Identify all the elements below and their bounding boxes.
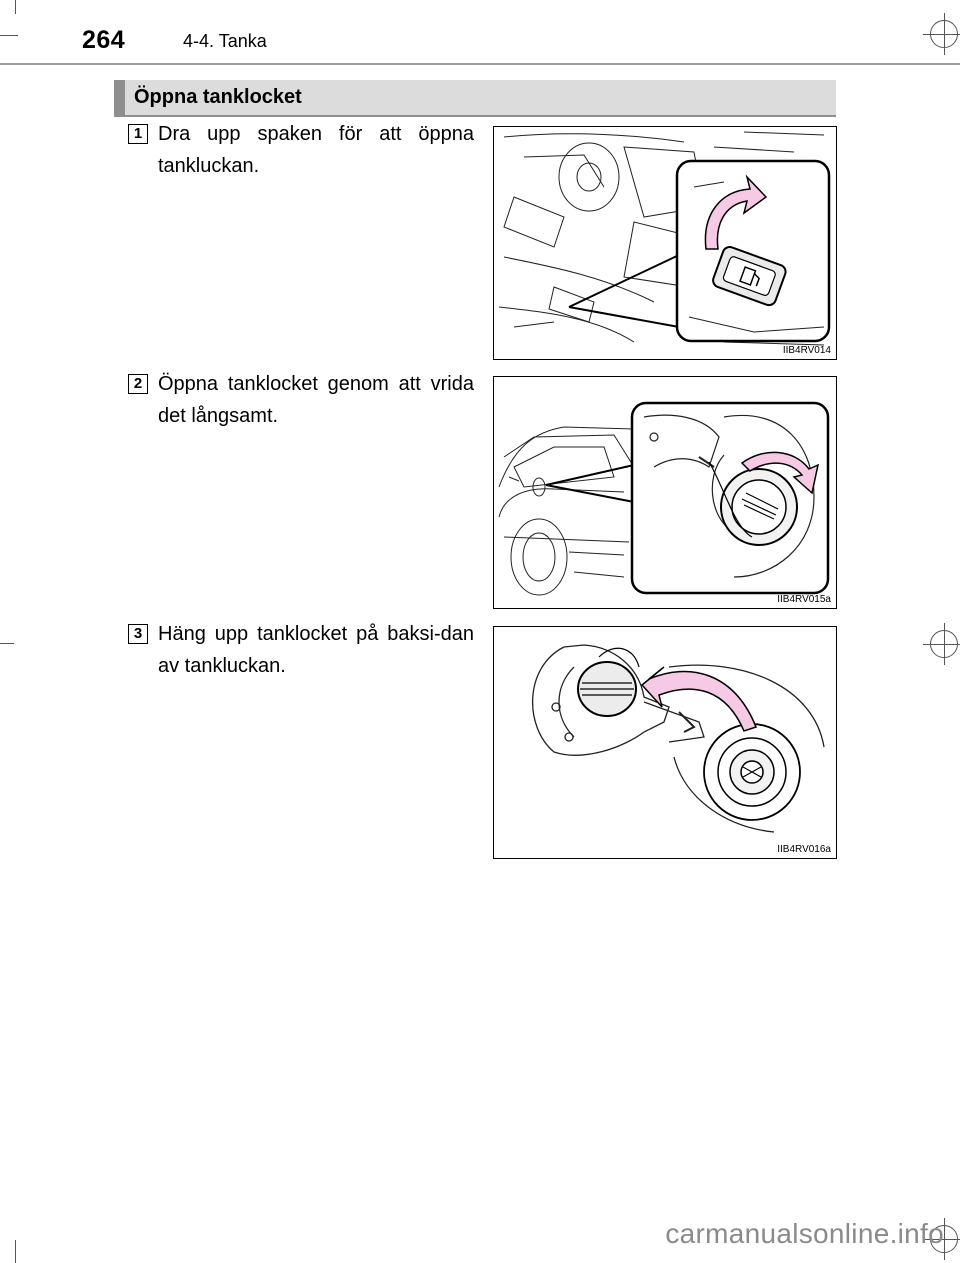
topic-bar-underline (114, 115, 836, 117)
fuel-door-illustration (532, 644, 825, 833)
step-number: 2 (128, 374, 148, 394)
registration-mark-bottom-right (923, 1218, 960, 1260)
crop-mark-top-left-v (15, 0, 16, 14)
figure-fuel-door-lever: IIB4RV014 (493, 126, 837, 360)
figure-code: IIB4RV016a (777, 844, 831, 855)
crop-mark-bottom-left (15, 1240, 16, 1263)
watermark: carmanualsonline.info (665, 1218, 944, 1249)
step-number: 1 (128, 124, 148, 144)
car-interior-illustration (498, 131, 831, 346)
registration-mark-right-mid (923, 623, 960, 665)
step-text: Dra upp spaken för att öppna tankluckan. (158, 123, 474, 177)
step-text: Häng upp tanklocket på baksi-dan av tank… (158, 623, 474, 677)
step-number: 3 (128, 624, 148, 644)
header-rule (0, 63, 960, 65)
step-text: Öppna tanklocket genom att vrida det lån… (158, 373, 474, 427)
section-title: 4-4. Tanka (183, 31, 267, 51)
crop-mark-top-left (0, 35, 18, 36)
page-number: 264 (82, 26, 126, 54)
figure-open-fuel-cap: IIB4RV015a (493, 376, 837, 609)
car-rear-illustration (498, 401, 830, 596)
figure-code: IIB4RV014 (782, 345, 831, 356)
topic-title: Öppna tanklocket (134, 86, 302, 108)
crop-mark-left-mid (0, 643, 14, 644)
figure-hang-fuel-cap: IIB4RV016a (493, 626, 837, 859)
topic-bar (114, 80, 836, 116)
figure-code: IIB4RV015a (777, 594, 831, 605)
registration-mark-top-right (923, 13, 960, 55)
